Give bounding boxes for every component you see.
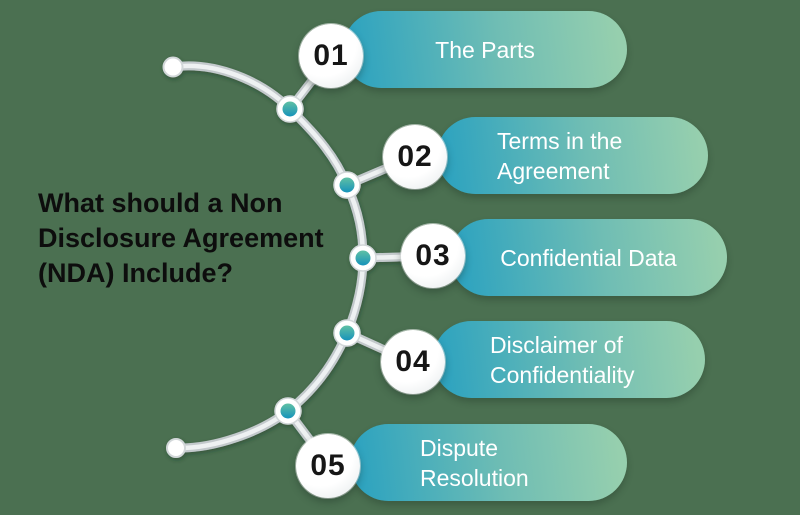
item-number-03: 03 — [401, 224, 465, 288]
item-number-01: 01 — [299, 24, 363, 88]
item-label: Agreement — [497, 157, 610, 184]
title-line: (NDA) Include? — [38, 258, 233, 288]
item-number-02: 02 — [383, 125, 447, 189]
item-label: Dispute — [420, 434, 498, 461]
item-number-text: 01 — [313, 39, 349, 72]
item-pill-dispute-resolution: Dispute Resolution — [350, 424, 627, 501]
item-pill-disclaimer: Disclaimer of Confidentiality — [433, 321, 705, 398]
item-number-04: 04 — [381, 330, 445, 394]
page-title: What should a Non Disclosure Agreement (… — [38, 186, 358, 291]
title-line: What should a Non — [38, 188, 283, 218]
arc-endcap-bottom — [166, 438, 186, 458]
item-label: Terms in the — [497, 127, 623, 154]
title-line: Disclosure Agreement — [38, 223, 324, 253]
arc-node — [333, 171, 361, 199]
item-label: Confidentiality — [490, 361, 635, 388]
item-number-text: 05 — [310, 449, 346, 482]
item-label: Disclaimer of — [490, 331, 623, 358]
item-pill-terms: Terms in the Agreement — [437, 117, 708, 194]
item-pill-confidential-data: Confidential Data — [450, 219, 727, 296]
item-label: Confidential Data — [500, 244, 677, 271]
item-number-text: 03 — [415, 239, 451, 272]
arc-node — [276, 95, 304, 123]
arc-endcap-top — [162, 56, 184, 78]
arc-node — [274, 397, 302, 425]
item-pill-the-parts: The Parts — [343, 11, 627, 88]
item-number-text: 02 — [397, 140, 433, 173]
arc-tube — [162, 51, 437, 469]
arc-node — [333, 319, 361, 347]
item-label: Resolution — [420, 464, 529, 491]
item-number-text: 04 — [395, 345, 431, 378]
item-label: The Parts — [435, 36, 535, 63]
item-number-05: 05 — [296, 434, 360, 498]
arc-node — [349, 244, 377, 272]
